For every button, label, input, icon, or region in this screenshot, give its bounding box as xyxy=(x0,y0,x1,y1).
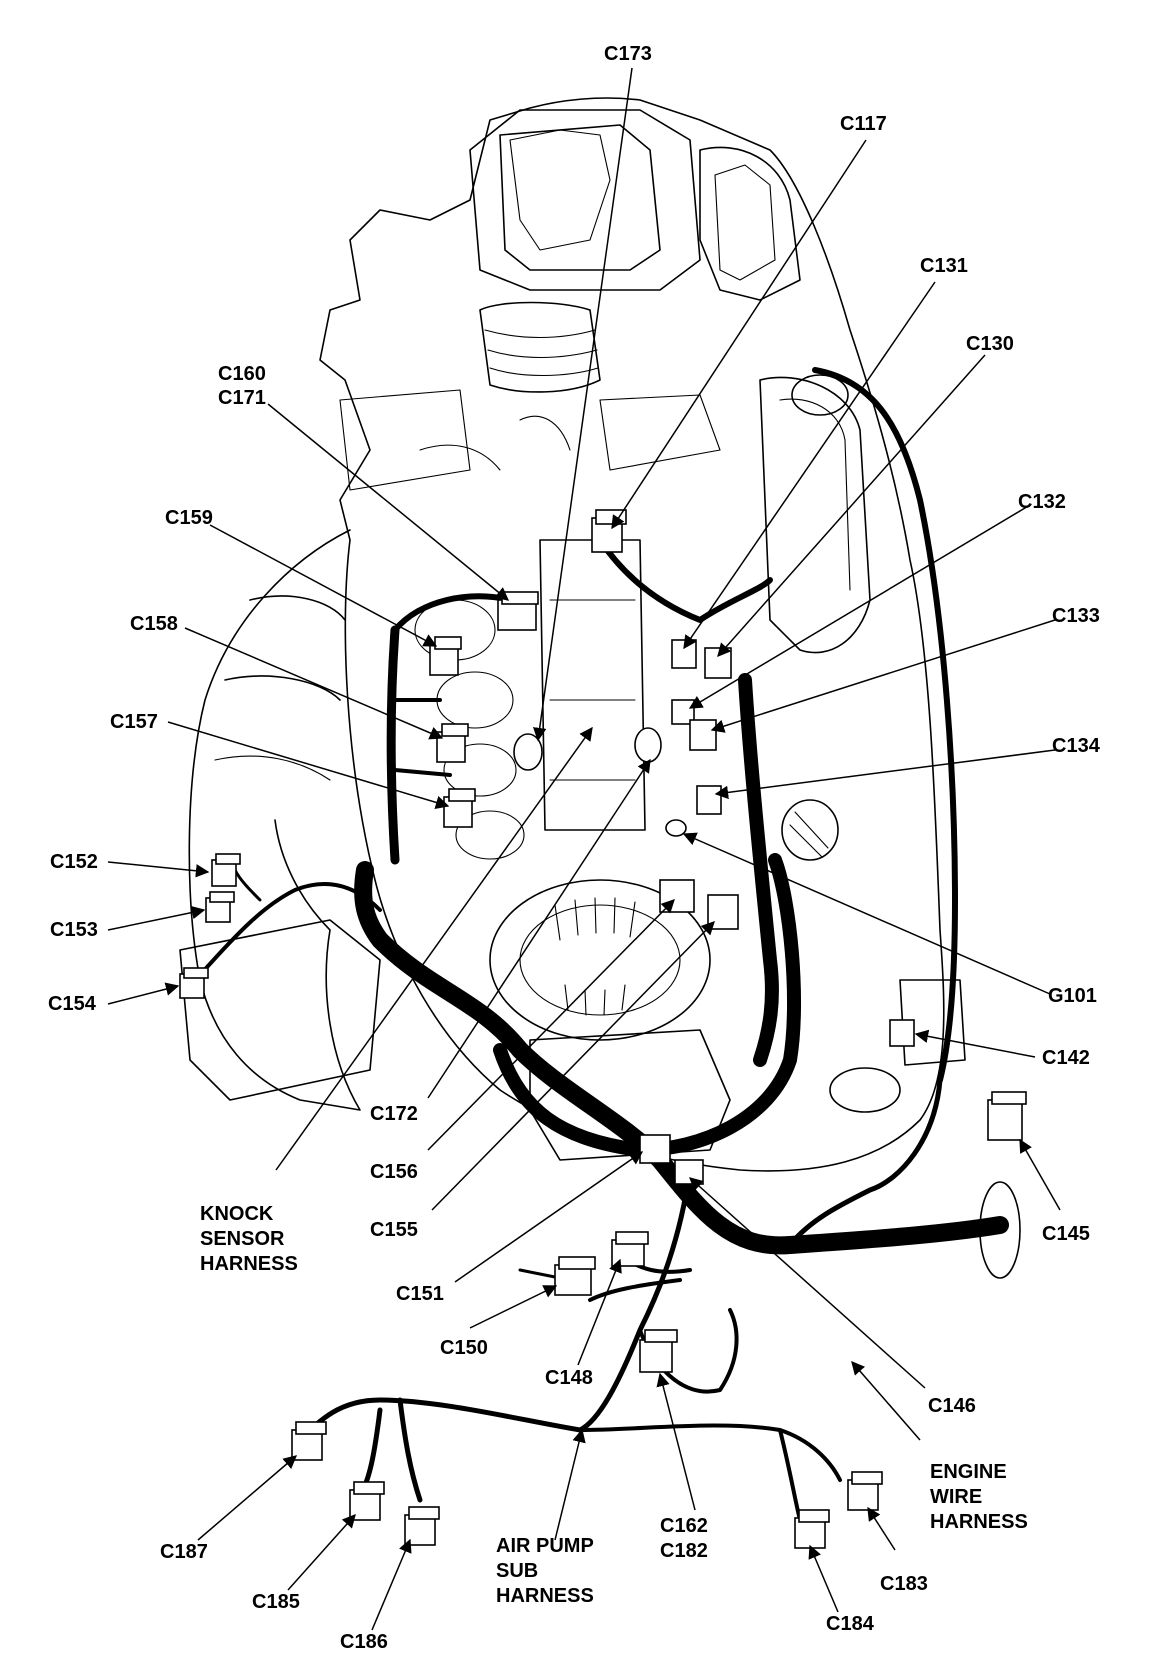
label-c152: C152 xyxy=(50,851,98,873)
connector-c158 xyxy=(436,723,469,763)
label-knock-2: SENSOR xyxy=(200,1228,285,1250)
label-c182: C182 xyxy=(660,1540,708,1562)
label-c154: C154 xyxy=(48,993,97,1015)
connector-c130 xyxy=(704,647,732,679)
connector-c187 xyxy=(291,1421,327,1461)
connector-c162 xyxy=(639,1329,678,1373)
label-engine-3: HARNESS xyxy=(930,1511,1028,1533)
connector-c157 xyxy=(443,788,476,828)
connector-c132 xyxy=(671,699,695,725)
label-c134: C134 xyxy=(1052,735,1101,757)
label-engine-2: WIRE xyxy=(930,1486,982,1508)
connector-c133 xyxy=(689,719,717,751)
connector-g101 xyxy=(665,819,687,837)
connector-c153 xyxy=(205,891,235,923)
connector-c184 xyxy=(794,1509,830,1549)
engine-outline xyxy=(179,97,1021,1279)
connector-c183 xyxy=(847,1471,883,1511)
label-c162: C162 xyxy=(660,1515,708,1537)
label-c150: C150 xyxy=(440,1337,488,1359)
connector-c173-plug xyxy=(513,733,543,771)
label-engine-1: ENGINE xyxy=(930,1461,1007,1483)
label-c172: C172 xyxy=(370,1103,418,1125)
connector-c172-plug xyxy=(634,727,662,763)
connector-c159 xyxy=(429,636,462,676)
connector-c146 xyxy=(674,1159,704,1185)
label-c183: C183 xyxy=(880,1573,928,1595)
connector-c173 xyxy=(591,509,627,553)
connector-c150 xyxy=(554,1256,596,1296)
connector-c154 xyxy=(179,967,209,999)
label-air-2: SUB xyxy=(496,1560,538,1582)
label-c142: C142 xyxy=(1042,1047,1090,1069)
label-c153: C153 xyxy=(50,919,98,941)
label-c133: C133 xyxy=(1052,605,1100,627)
label-c155: C155 xyxy=(370,1219,418,1241)
connector-c151 xyxy=(639,1134,671,1164)
label-c157: C157 xyxy=(110,711,158,733)
label-c171: C171 xyxy=(218,387,266,409)
label-c148: C148 xyxy=(545,1367,593,1389)
leader-lines xyxy=(107,67,1061,1631)
label-c156: C156 xyxy=(370,1161,418,1183)
label-c185: C185 xyxy=(252,1591,300,1613)
label-c130: C130 xyxy=(966,333,1014,355)
label-c186: C186 xyxy=(340,1631,388,1653)
label-c173: C173 xyxy=(604,43,652,65)
connector-c185 xyxy=(349,1481,385,1521)
label-air-1: AIR PUMP xyxy=(496,1535,594,1557)
label-c159: C159 xyxy=(165,507,213,529)
label-c187: C187 xyxy=(160,1541,208,1563)
callout-labels: C173 C117 C131 C130 C160 C171 C132 C159 … xyxy=(48,43,1101,1653)
label-c184: C184 xyxy=(826,1613,875,1635)
label-c117: C117 xyxy=(840,113,887,135)
connector-c186 xyxy=(404,1506,440,1546)
connector-c145 xyxy=(987,1091,1027,1141)
connector-c142 xyxy=(889,1019,915,1047)
connector-c148 xyxy=(611,1231,649,1267)
connector-c160 xyxy=(497,591,539,631)
label-c145: C145 xyxy=(1042,1223,1090,1245)
connector-c134 xyxy=(696,785,722,815)
label-knock-1: KNOCK xyxy=(200,1203,274,1225)
label-c131: C131 xyxy=(920,255,968,277)
label-c160: C160 xyxy=(218,363,266,385)
connector-c152 xyxy=(211,853,241,887)
label-knock-3: HARNESS xyxy=(200,1253,298,1275)
label-air-3: HARNESS xyxy=(496,1585,594,1607)
connectors xyxy=(179,509,1027,1549)
connector-c156 xyxy=(659,879,695,913)
label-c158: C158 xyxy=(130,613,178,635)
label-c151: C151 xyxy=(396,1283,444,1305)
label-c132: C132 xyxy=(1018,491,1066,513)
connector-c131 xyxy=(671,639,697,669)
label-g101: G101 xyxy=(1048,985,1097,1007)
label-c146: C146 xyxy=(928,1395,976,1417)
